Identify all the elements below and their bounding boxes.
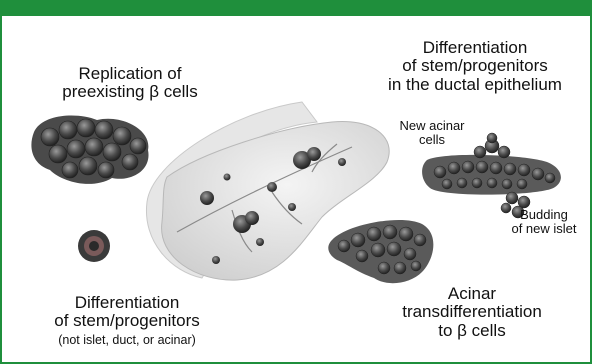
label-acinar-transdifferentiation: Acinar transdifferentiation to β cells <box>382 285 562 340</box>
stem-progenitor-cell <box>78 230 110 262</box>
label-other-stem-note: (not islet, duct, or acinar) <box>2 334 252 348</box>
beta-cell-cluster-replication <box>31 116 148 184</box>
label-budding-islet: Budding of new islet <box>496 208 592 236</box>
label-new-acinar-cells: New acinar cells <box>392 119 472 147</box>
acinar-cell-cluster <box>328 220 433 283</box>
label-replication: Replication of preexisting β cells <box>50 65 210 102</box>
label-other-stem-differentiation: Differentiation of stem/progenitors <box>32 294 222 331</box>
label-ductal-differentiation: Differentiation of stem/progenitors in t… <box>362 39 588 94</box>
